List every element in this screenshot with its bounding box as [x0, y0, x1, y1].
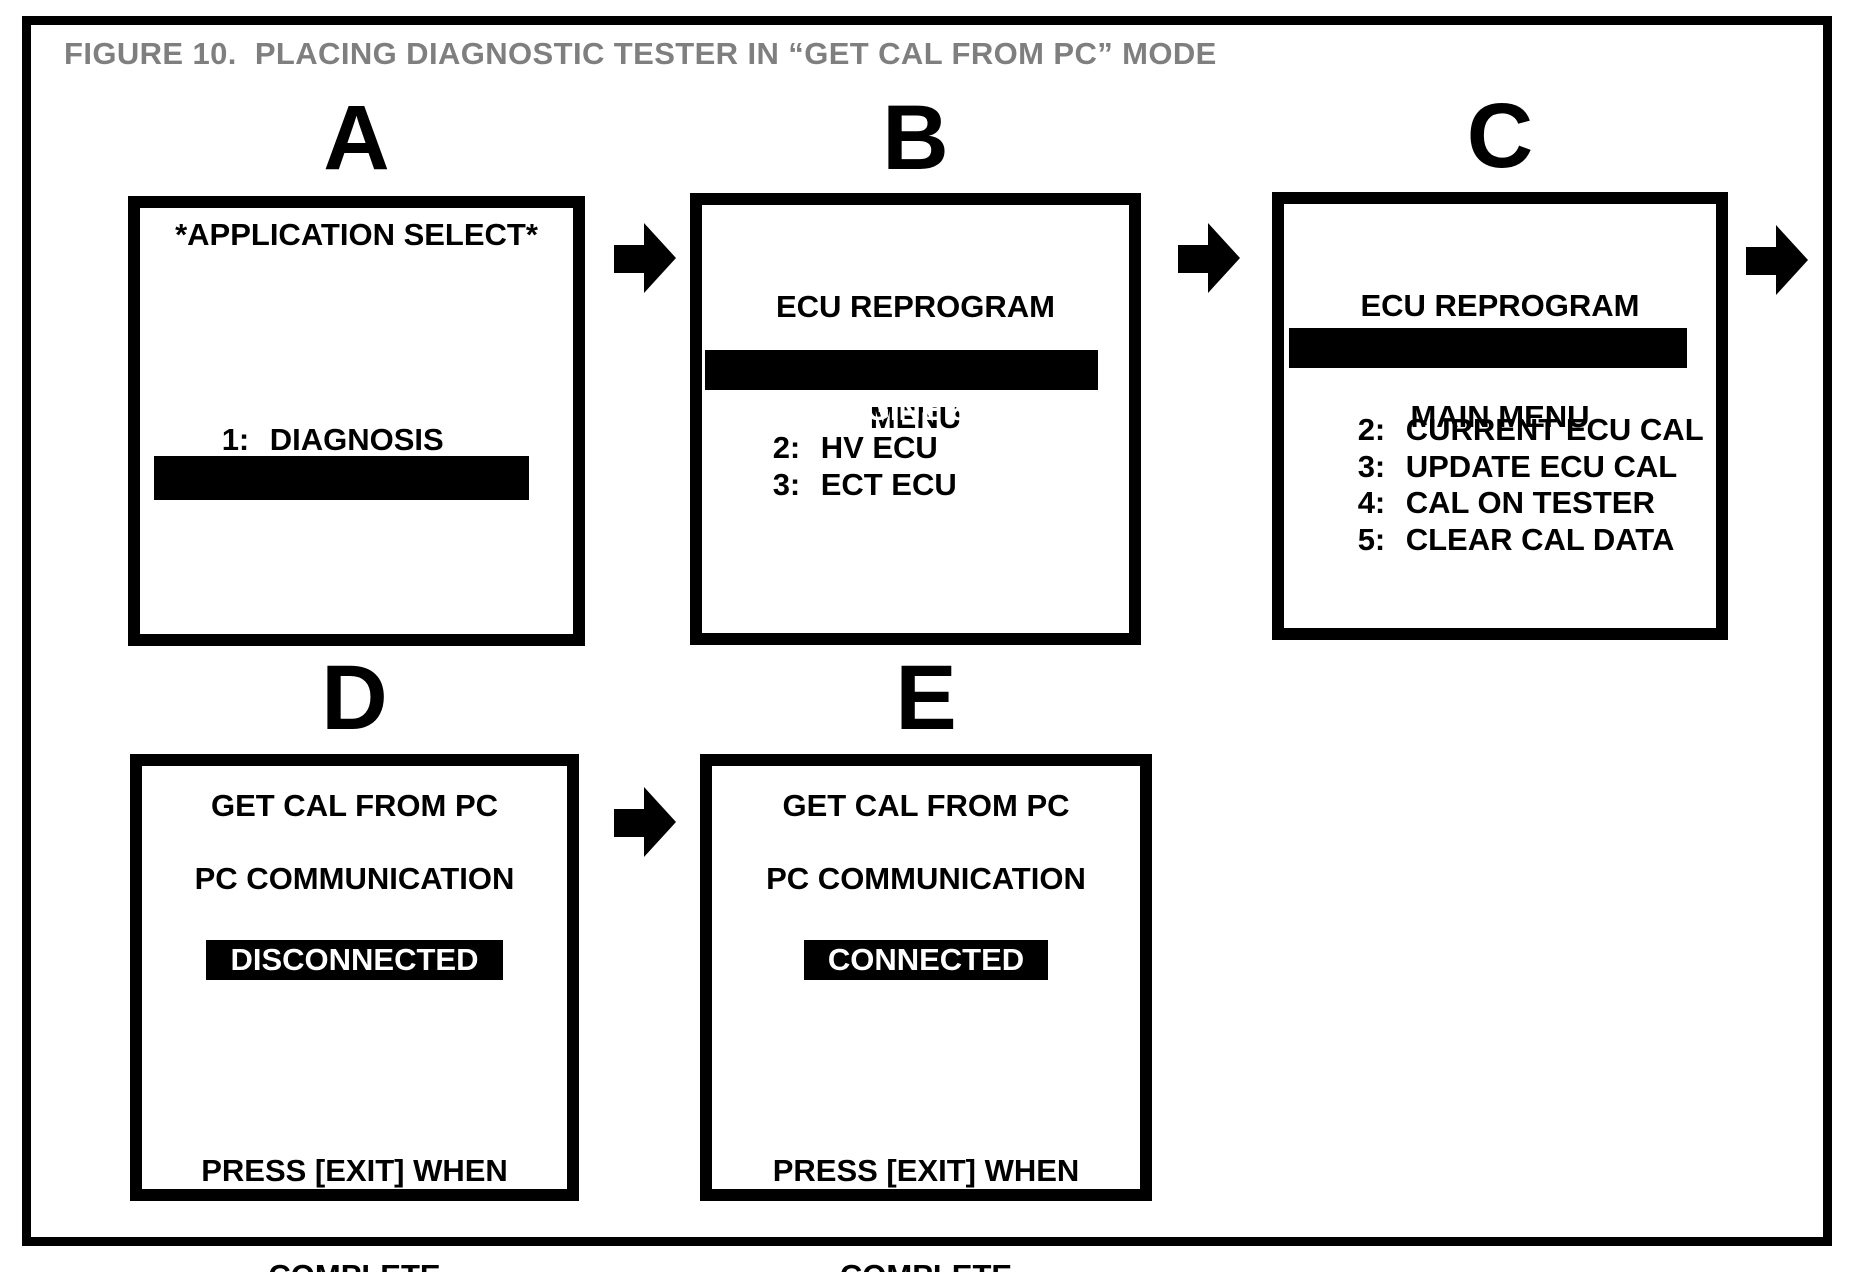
right-arrow-icon: [1746, 225, 1808, 295]
menu-item-number: 2:: [772, 430, 801, 465]
menu-item: 2: HV ECU: [721, 392, 938, 503]
menu-item-label: CAL ON TESTER: [1405, 485, 1655, 520]
menu-item-highlighted: 3: ECU REPROGRAM: [154, 456, 551, 539]
screen-text-line: GET CAL FROM PC: [782, 788, 1070, 823]
screen-title: ECU REPROGRAM MENU: [702, 214, 1129, 510]
status-bar-wrap: DISCONNECTED: [142, 940, 567, 980]
screen-footer: PRESS [EXIT] WHEN COMPLETE: [142, 1083, 567, 1272]
menu-item: 5: CLEAR CAL DATA: [1306, 484, 1675, 595]
menu-item-label: UPDATE ECU CAL: [1405, 449, 1678, 484]
menu-item-number: 5:: [1357, 522, 1386, 557]
screen-text-line: GET CAL FROM PC: [210, 788, 499, 823]
menu-item-number: 2:: [1357, 412, 1386, 447]
right-arrow-icon: [614, 223, 676, 293]
menu-item-label: HV ECU: [820, 430, 938, 465]
menu-item-number: 3:: [772, 467, 801, 502]
screen-title-line: MAIN MENU: [1410, 399, 1590, 434]
figure-title: FIGURE 10. PLACING DIAGNOSTIC TESTER IN …: [64, 36, 1217, 71]
screen-footer: PRESS [EXIT] WHEN COMPLETE: [712, 1083, 1140, 1272]
right-arrow-icon: [1178, 223, 1240, 293]
menu-item-label: DIAGNOSIS: [269, 422, 444, 457]
screen-title-line: ECU REPROGRAM: [775, 289, 1055, 324]
screen-footer-line: PRESS [EXIT] WHEN: [772, 1153, 1080, 1188]
screen-text-line: PC COMMUNICATION: [766, 861, 1086, 896]
menu-item-number: 1:: [1358, 370, 1387, 405]
menu-item: 4: CAL ON TESTER: [1306, 447, 1655, 558]
menu-item-label: ENGINE & ECT ECU: [822, 392, 1118, 427]
step-label-d: D: [321, 647, 388, 749]
screen-title-line: MENU: [702, 399, 1129, 436]
screen-title: ECU REPROGRAM MAIN MENU: [1284, 213, 1716, 509]
menu-item-number: 1:: [774, 392, 803, 427]
menu-item: 2: CURRENT ECU CAL: [1306, 374, 1704, 485]
screen-text-line: PC COMMUNICATION: [194, 861, 515, 896]
step-label-e: E: [895, 647, 957, 749]
tester-screen-c: ECU REPROGRAM MAIN MENU 1: GET CAL FROM P…: [1272, 192, 1728, 640]
menu-item-highlighted: 1: GET CAL FROM PC: [1289, 328, 1694, 405]
menu-item: 1: DIAGNOSIS: [170, 384, 444, 495]
status-badge: DISCONNECTED: [206, 940, 503, 980]
status-bar-wrap: CONNECTED: [712, 940, 1140, 980]
menu-item-highlighted: 1: ENGINE & ECT ECU: [705, 350, 1117, 427]
tester-screen-b: ECU REPROGRAM MENU 1: ENGINE & ECT ECU 2:…: [690, 193, 1141, 645]
menu-item-number: 4:: [1357, 485, 1386, 520]
screen-footer-line: PRESS [EXIT] WHEN: [201, 1153, 508, 1188]
tester-screen-d: GET CAL FROM PC PC COMMUNICATION DISCONN…: [130, 754, 579, 1272]
menu-item: 3: UPDATE ECU CAL: [1306, 411, 1678, 522]
menu-item-label: ECT ECU: [820, 467, 957, 502]
menu-item-number: 3:: [1357, 449, 1386, 484]
menu-item-label: CURRENT ECU CAL: [1405, 412, 1704, 447]
tester-screen-a: *APPLICATION SELECT* 1:DIAGNOSIS 2:CUSTO…: [128, 196, 585, 646]
step-label-a: A: [323, 87, 390, 189]
menu-item: 3: ECT ECU: [721, 429, 957, 540]
screen-footer-line: COMPLETE: [142, 1258, 567, 1272]
step-label-c: C: [1466, 85, 1534, 187]
status-badge: CONNECTED: [803, 940, 1049, 980]
screen-title: *APPLICATION SELECT*: [175, 217, 538, 252]
menu-item-number: 3:: [223, 504, 252, 539]
menu-item-label: ECU REPROGRAM: [271, 504, 551, 539]
right-arrow-icon: [614, 787, 676, 857]
menu-item-label: CLEAR CAL DATA: [1405, 522, 1675, 557]
tester-screen-e: GET CAL FROM PC PC COMMUNICATION CONNECT…: [700, 754, 1152, 1272]
screen-footer-line: COMPLETE: [712, 1258, 1140, 1272]
menu-item-number: 1:: [221, 422, 250, 457]
menu-item-label: GET CAL FROM PC: [1406, 370, 1694, 405]
step-label-b: B: [882, 87, 949, 189]
screen-title-line: ECU REPROGRAM: [1360, 288, 1640, 323]
